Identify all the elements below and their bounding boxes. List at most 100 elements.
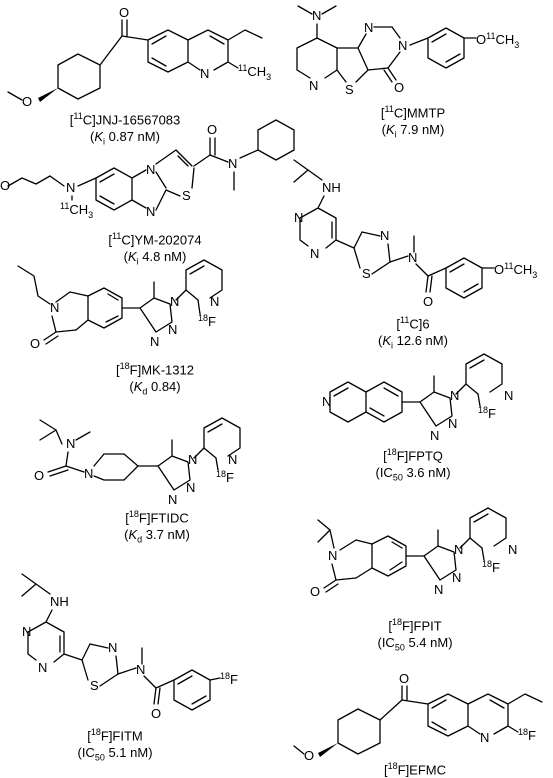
atom-n-pyrim-6b: N	[310, 246, 319, 261]
atom-18f-mk: 18F	[198, 313, 216, 329]
atom-o-amide-ym: O	[207, 122, 217, 137]
structure-jnj-16567083: O O N 11CH3	[7, 5, 271, 109]
atom-n-ym: N	[66, 180, 75, 195]
structure-mk-1312: N O N N N N 18F	[17, 259, 223, 351]
caption-label: [18F]FTIDC	[125, 509, 189, 526]
caption-fptq: [18F]FPTQ (IC50 3.6 nM)	[328, 444, 498, 487]
atom-n3-fpit: N	[434, 582, 443, 597]
caption-compound-6: [11C]6 (Ki 12.6 nM)	[328, 312, 498, 355]
caption-affinity: (Ki 4.8 nM)	[123, 249, 187, 267]
atom-n-pyrim-6a: N	[294, 210, 303, 225]
atom-n-pip-ftidc: N	[84, 466, 93, 481]
atom-n-quin-efmc: N	[480, 730, 489, 745]
caption-mk-1312: [18F]MK-1312 (Kd 0.84)	[70, 358, 240, 401]
atom-n-thiaz-6: N	[380, 228, 389, 243]
caption-affinity: (Kd 0.84)	[129, 379, 181, 397]
atom-18f-fitm: 18F	[220, 671, 238, 687]
atom-o-methoxy: O	[22, 94, 32, 109]
atom-n-fpit: N	[328, 548, 337, 563]
caption-label: [11C]MMTP	[380, 104, 446, 121]
atom-n-amide-fitm: N	[136, 662, 145, 677]
atom-18f-fpit: 18F	[482, 559, 500, 575]
atom-n-thiaz-fitm: N	[108, 640, 117, 655]
atom-n-pyr-ftidc: N	[228, 452, 237, 467]
structure-mmtp: N N S N N O O11CH3	[296, 5, 519, 97]
atom-n3-ftidc: N	[168, 492, 177, 507]
caption-ftidc: [18F]FTIDC (Kd 3.7 nM)	[72, 506, 242, 549]
atom-n3-fptq: N	[430, 428, 439, 443]
atom-n-pyr-mk: N	[210, 294, 219, 309]
atom-n-pyrimidine-mmtp: N	[364, 20, 373, 35]
atom-n-amide-mmtp: N	[398, 38, 407, 53]
atom-s-fitm: S	[90, 678, 99, 693]
atom-s-mmtp: S	[345, 82, 354, 97]
atom-n-amide-6: N	[408, 250, 417, 265]
atom-n2-fpit: N	[452, 570, 461, 585]
atom-o11ch3-6: O11CH3	[494, 261, 537, 280]
atom-n-pyrim-fitm-b: N	[38, 660, 47, 675]
caption-mmtp: [11C]MMTP (Ki 7.9 nM)	[328, 101, 498, 144]
atom-o-amide-6: O	[423, 294, 433, 309]
structure-efmc: O O N 18F	[293, 671, 543, 763]
atom-o-ftidc: O	[34, 468, 44, 483]
caption-fitm: [18F]FITM (IC50 5.1 nM)	[30, 724, 200, 767]
atom-o-methoxy-efmc: O	[304, 748, 314, 763]
caption-affinity: (Ki 0.87 nM)	[90, 129, 160, 147]
atom-n-pyrim-fitm-a: N	[22, 624, 31, 639]
caption-affinity: (Ki 12.6 nM)	[378, 333, 448, 351]
atom-n-quin-fptq: N	[322, 394, 331, 409]
atom-n-pyr-fptq: N	[504, 388, 513, 403]
atom-n-pyr-fpit: N	[508, 542, 517, 557]
atom-n3-mk: N	[150, 334, 159, 349]
caption-affinity: (IC50 5.1 nM)	[77, 745, 153, 763]
caption-label: [18F]FPIT	[388, 617, 442, 634]
atom-s-6: S	[362, 266, 371, 281]
atom-11ch3-ym: 11CH3	[60, 201, 93, 220]
caption-affinity: (Ki 7.9 nM)	[381, 122, 445, 140]
caption-label: [18F]EFMC	[383, 761, 447, 778]
atom-n-bridge-ym: N	[146, 162, 155, 177]
atom-n-quinoline: N	[200, 66, 209, 81]
atom-o-amide-fitm: O	[151, 706, 161, 721]
atom-n-mk: N	[50, 300, 59, 315]
atom-n1-ftidc: N	[188, 452, 197, 467]
atom-o-ym: O	[0, 178, 10, 193]
atom-o-mk: O	[30, 336, 40, 351]
atom-s-ym: S	[182, 188, 191, 203]
atom-n1-fpit: N	[454, 542, 463, 557]
structure-fpit: N O N N N N 18F	[310, 507, 517, 599]
atom-o-fpit: O	[310, 584, 320, 599]
atom-n2-mk: N	[168, 322, 177, 337]
structure-ftidc: N O N N N N N 18F	[34, 417, 241, 507]
caption-label: [18F]FITM	[87, 727, 143, 744]
atom-n-dimethylamino: N	[312, 8, 321, 23]
atom-18f-fptq: 18F	[478, 405, 496, 421]
atom-n-dimethyl-ftidc: N	[66, 436, 75, 451]
atom-11ch3-jnj: 11CH3	[238, 63, 271, 82]
atom-n1-fptq: N	[450, 388, 459, 403]
caption-ym-202074: [11C]YM-202074 (Ki 4.8 nM)	[70, 228, 240, 271]
caption-label: [11C]YM-202074	[108, 231, 202, 248]
atom-n1-mk: N	[170, 294, 179, 309]
atom-18f-efmc: 18F	[518, 727, 536, 743]
atom-o-carbonyl-efmc: O	[399, 671, 409, 686]
atom-o11ch3-mmtp: O11CH3	[476, 31, 519, 50]
caption-affinity: (IC50 3.6 nM)	[375, 465, 451, 483]
caption-label: [18F]MK-1312	[116, 361, 194, 378]
atom-n-imid-ym: N	[146, 204, 155, 219]
atom-o-carbonyl-mmtp: O	[394, 80, 404, 95]
caption-label: [11C]JNJ-16567083	[69, 111, 181, 128]
caption-label: [11C]6	[396, 315, 430, 332]
atom-n-pyridine-mmtp: N	[309, 78, 318, 93]
atom-nh-fitm: NH	[50, 594, 69, 609]
atom-n2-ftidc: N	[186, 480, 195, 495]
atom-nh-6: NH	[322, 180, 341, 195]
caption-efmc: [18F]EFMC	[330, 758, 500, 778]
structure-fptq: N N N N N 18F	[322, 353, 513, 443]
structure-ym-202074: O N 11CH3 N N S O N	[0, 119, 295, 220]
atom-o-carbonyl: O	[119, 5, 129, 20]
caption-fpit: [18F]FPIT (IC50 5.4 nM)	[330, 614, 500, 657]
atom-n2-fptq: N	[448, 416, 457, 431]
atom-n-amide-ym: N	[228, 156, 237, 171]
